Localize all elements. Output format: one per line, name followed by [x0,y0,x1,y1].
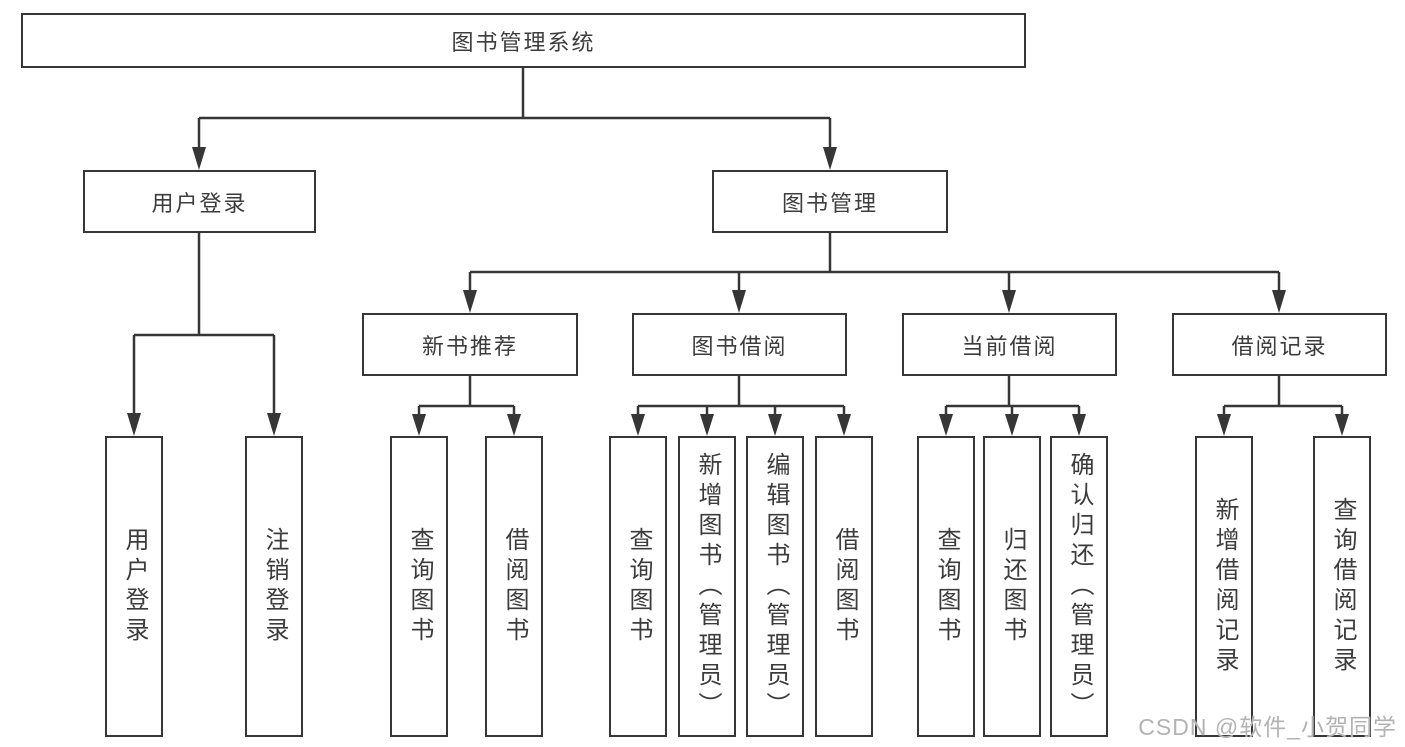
leaf-records-add-record-label: 新增借阅记录 [1211,496,1238,677]
leaf-borrowing-query-books-label: 查询图书 [625,526,652,647]
leaf-logout-label: 注销登录 [261,526,288,647]
node-new-book-recommend: 新书推荐 [362,313,578,376]
leaf-logout: 注销登录 [245,436,303,737]
leaf-borrowing-borrow-books-label: 借阅图书 [831,526,858,647]
leaf-recommend-borrow-books: 借阅图书 [485,436,543,737]
leaf-borrowing-query-books: 查询图书 [609,436,667,737]
leaf-current-confirm-return-label: 确认归还（管理员） [1066,451,1093,722]
connector-borrowing-to-leaves [631,376,851,436]
leaf-records-add-record: 新增借阅记录 [1195,436,1253,737]
leaf-current-query-books: 查询图书 [917,436,975,737]
node-book-management: 图书管理 [712,170,948,233]
leaf-user-login-label: 用户登录 [121,526,148,647]
connector-bookmgmt-to-level3 [463,233,1286,313]
connector-recommend-to-leaves [412,376,521,436]
node-borrowing-records: 借阅记录 [1172,313,1387,376]
leaf-borrowing-borrow-books: 借阅图书 [815,436,873,737]
leaf-current-return-books: 归还图书 [983,436,1041,737]
connector-records-to-leaves [1217,376,1349,436]
node-current-borrowing: 当前借阅 [902,313,1117,376]
leaf-current-query-books-label: 查询图书 [933,526,960,647]
node-book-borrowing: 图书借阅 [632,313,847,376]
leaf-borrowing-edit-books: 编辑图书（管理员） [746,436,804,737]
node-root-library-system: 图书管理系统 [21,13,1026,68]
leaf-borrowing-add-books: 新增图书（管理员） [678,436,736,737]
leaf-recommend-query-books: 查询图书 [390,436,448,737]
leaf-records-query-record-label: 查询借阅记录 [1329,496,1356,677]
csdn-watermark: CSDN @软件_小贺同学 [1138,714,1397,740]
leaf-borrowing-add-books-label: 新增图书（管理员） [694,451,721,722]
leaf-current-confirm-return: 确认归还（管理员） [1050,436,1108,737]
connector-current-to-leaves [939,376,1086,436]
leaf-records-query-record: 查询借阅记录 [1313,436,1371,737]
node-user-login: 用户登录 [83,170,316,233]
leaf-recommend-query-books-label: 查询图书 [406,526,433,647]
leaf-current-return-books-label: 归还图书 [999,526,1026,647]
leaf-borrowing-edit-books-label: 编辑图书（管理员） [762,451,789,722]
leaf-recommend-borrow-books-label: 借阅图书 [501,526,528,647]
leaf-user-login: 用户登录 [105,436,163,737]
connector-userlogin-to-leaves [127,233,281,436]
connector-root-to-level2 [192,68,837,170]
